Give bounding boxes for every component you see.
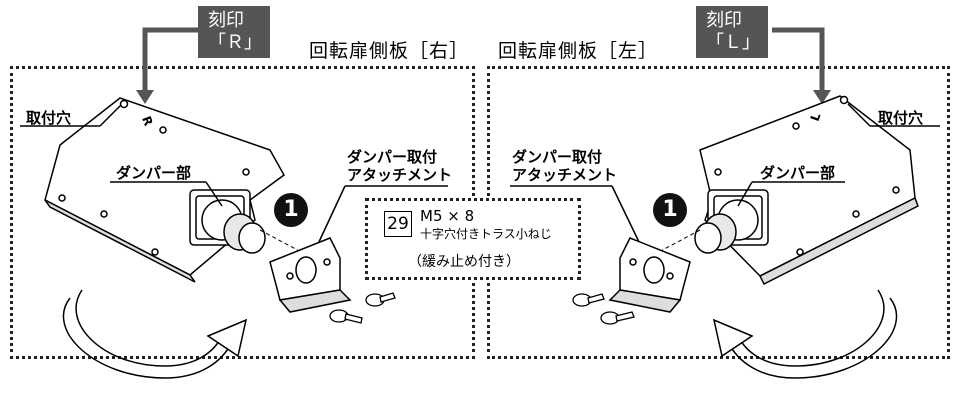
screw-right-2 — [600, 311, 635, 325]
mount-hole-label-left: 取付穴 — [26, 109, 72, 127]
screw-note: （緩み止め付き） — [408, 254, 520, 270]
stamp-label-left: 刻印 — [208, 10, 244, 31]
panel-title-right-door: 回転扉側板［右］ — [309, 40, 470, 62]
step-badge-right: 1 — [653, 193, 687, 227]
screw-name: 十字穴付きトラス小ねじ — [420, 227, 552, 241]
screw-left-1 — [329, 309, 363, 324]
attachment-bracket-right — [608, 237, 691, 313]
screw-left-2 — [365, 292, 396, 307]
engraved-letter-left: R — [139, 114, 155, 127]
screw-spec-box: 29 M5 × 8 十字穴付きトラス小ねじ （緩み止め付き） — [365, 198, 581, 280]
screw-right-1 — [572, 293, 605, 307]
damper-label-right: ダンパー部 — [760, 164, 836, 182]
damper-label-left: ダンパー部 — [116, 164, 192, 182]
stamp-arrow-left — [142, 27, 198, 92]
left-door-plate — [694, 95, 919, 286]
mount-hole-label-right: 取付穴 — [878, 109, 924, 127]
attachment-bracket-left — [269, 237, 352, 313]
stamp-value-right: 「Ｌ」 — [706, 32, 760, 53]
attachment-label-right: ダンパー取付 アタッチメント — [512, 148, 618, 184]
stamp-label-right: 刻印 — [706, 10, 742, 31]
step-badge-left: 1 — [274, 193, 308, 227]
attachment-label-left: ダンパー取付 アタッチメント — [347, 148, 453, 184]
part-number: 29 — [384, 211, 412, 237]
stamp-arrow-right-head — [813, 90, 831, 104]
rotation-arrow-left — [62, 297, 233, 379]
stamp-arrow-right — [772, 27, 825, 92]
stamp-box-left: 刻印 「Ｒ」 — [198, 6, 270, 58]
stamp-box-right: 刻印 「Ｌ」 — [696, 6, 768, 58]
screw-size: M5 × 8 — [420, 207, 475, 225]
right-door-plate — [44, 97, 285, 283]
stamp-arrow-left-head — [136, 90, 154, 104]
rotation-arrow-right — [727, 297, 898, 379]
panel-title-left-door: 回転扉側板［左］ — [498, 40, 659, 62]
stamp-value-left: 「Ｒ」 — [208, 32, 262, 53]
